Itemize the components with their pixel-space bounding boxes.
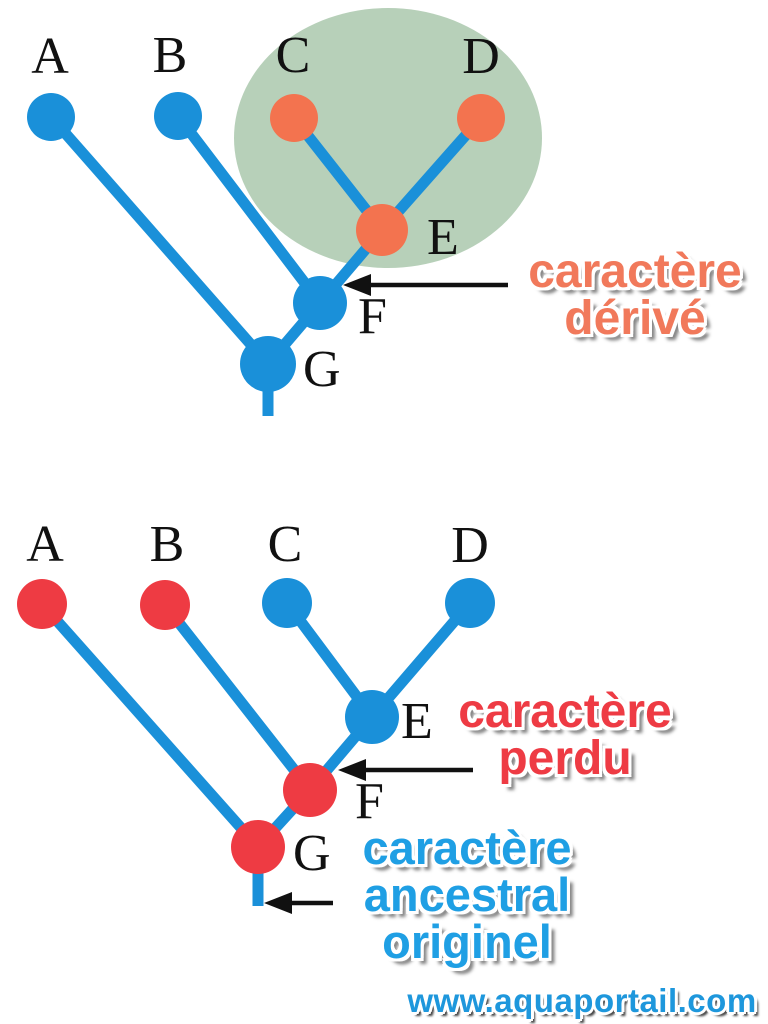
node-f-top: [293, 276, 347, 330]
leaf-label-d-bottom: D: [451, 517, 489, 574]
node-b-top: [154, 92, 202, 140]
leaf-label-a-bottom: A: [26, 516, 64, 573]
annotation-ancestral-line3: originel: [382, 915, 552, 968]
node-label-f-top: F: [358, 288, 387, 345]
node-c-bottom: [262, 578, 312, 628]
branch-a-g-top: [45, 111, 274, 370]
node-label-e-top: E: [427, 209, 459, 266]
annotation-derived-character: caractère dérivé: [500, 245, 768, 345]
watermark-url: www.aquaportail.com: [407, 982, 757, 1019]
node-e-bottom: [345, 690, 399, 744]
leaf-label-d-top: D: [462, 28, 500, 85]
annotation-derived-line2: dérivé: [564, 292, 706, 345]
arrow-head-lost: [338, 759, 366, 781]
leaf-label-a-top: A: [31, 28, 69, 85]
node-label-g-top: G: [303, 341, 341, 398]
top-tree: A B C D E F G: [27, 8, 542, 416]
annotation-lost-line2: perdu: [498, 732, 632, 785]
annotation-ancestral-line2: ancestral: [363, 868, 571, 921]
node-d-top: [457, 94, 505, 142]
arrow-head-ancestral: [264, 892, 292, 914]
node-g-bottom: [231, 820, 285, 874]
node-a-top: [27, 93, 75, 141]
node-g-top: [240, 336, 296, 392]
node-c-top: [270, 94, 318, 142]
leaf-label-c-top: C: [276, 27, 311, 84]
bottom-tree: A B C D E F G: [17, 516, 495, 914]
node-label-e-bottom: E: [401, 693, 433, 750]
node-a-bottom: [17, 579, 67, 629]
leaf-label-b-top: B: [153, 27, 188, 84]
annotation-lost-line1: caractère: [458, 685, 672, 738]
annotation-lost-character: caractère perdu: [435, 685, 695, 785]
node-d-bottom: [445, 578, 495, 628]
arrow-head-derived: [343, 274, 371, 296]
annotation-ancestral-line1: caractère: [362, 821, 572, 874]
derived-clade-ellipse: [234, 8, 542, 268]
node-label-f-bottom: F: [355, 773, 384, 830]
annotation-derived-line1: caractère: [528, 245, 742, 298]
leaf-label-b-bottom: B: [150, 516, 185, 573]
node-b-bottom: [140, 580, 190, 630]
node-f-bottom: [283, 763, 337, 817]
branch-b-f-bottom: [159, 599, 316, 796]
annotation-ancestral-character: caractère ancestral originel: [337, 824, 597, 965]
branch-b-f-top: [172, 110, 326, 309]
leaf-label-c-bottom: C: [268, 516, 303, 573]
node-e-top: [356, 204, 408, 256]
node-label-g-bottom: G: [293, 825, 331, 882]
branch-a-g-bottom: [36, 598, 264, 853]
